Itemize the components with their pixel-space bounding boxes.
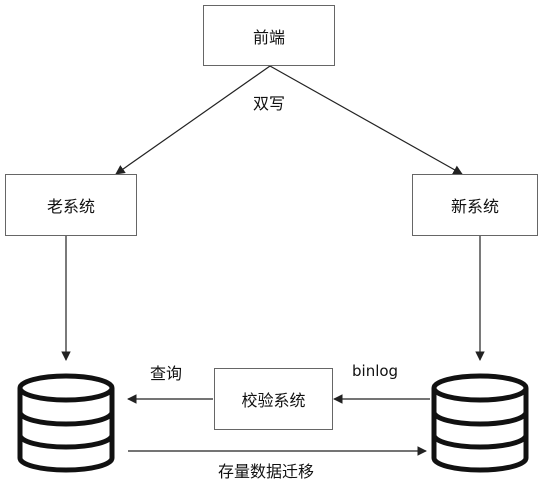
query-label: 查询 [150, 364, 183, 383]
new-system-label: 新系统 [450, 197, 499, 216]
old-database-icon [17, 373, 115, 473]
old-system-label: 老系统 [46, 197, 95, 216]
frontend-label: 前端 [252, 27, 285, 47]
verify-system-label: 校验系统 [241, 391, 306, 410]
migration-label: 存量数据迁移 [218, 462, 315, 481]
arrow-frontend-to-new [269, 65, 463, 175]
new-database-icon [431, 373, 529, 473]
old-system-box: 老系统 [5, 174, 137, 236]
binlog-label: binlog [352, 362, 399, 380]
arrow-frontend-to-old [115, 65, 271, 175]
verify-system-box: 校验系统 [214, 368, 333, 430]
new-system-box: 新系统 [412, 174, 538, 236]
frontend-box: 前端 [203, 5, 335, 66]
dual-write-label: 双写 [253, 94, 286, 113]
